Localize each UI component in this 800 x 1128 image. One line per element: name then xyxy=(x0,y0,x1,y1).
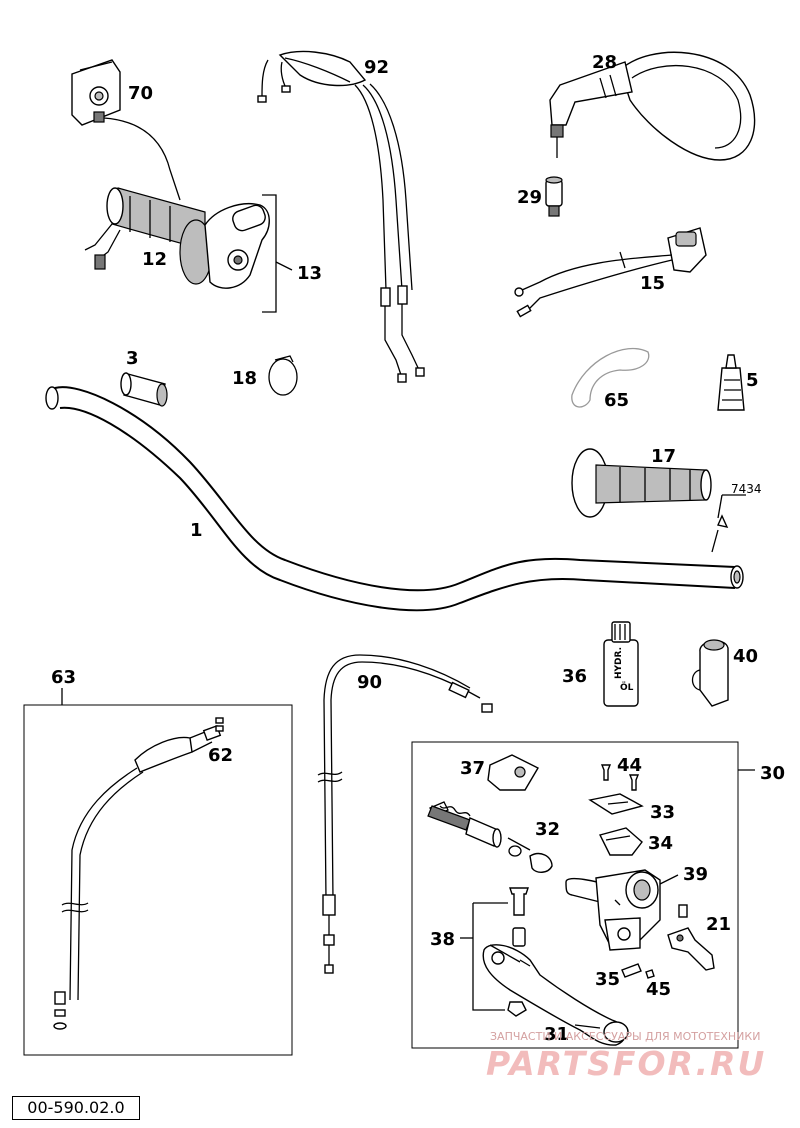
label-part-70: 70 xyxy=(128,83,153,104)
diagram-reference-number: 00-590.02.0 xyxy=(12,1096,140,1120)
clutch-master-cylinder-frame-part-30 xyxy=(411,741,755,1049)
label-part-39: 39 xyxy=(683,864,708,885)
pivot-bolt-part-38 xyxy=(460,887,529,1017)
label-part-63: 63 xyxy=(51,667,76,688)
label-part-21: 21 xyxy=(706,914,731,935)
throttle-assembly-part-13 xyxy=(179,194,293,313)
label-part-92: 92 xyxy=(364,57,389,78)
label-part-32: 32 xyxy=(535,819,560,840)
watermark-logo: PARTSFOR.RU xyxy=(486,1044,767,1083)
throttle-cables-part-92 xyxy=(257,50,425,383)
label-part-1: 1 xyxy=(190,520,203,541)
mirror-part-28 xyxy=(549,51,756,161)
diaphragm-part-34 xyxy=(598,827,643,856)
throttle-grip-part-12 xyxy=(84,187,206,270)
lever-cover-part-37 xyxy=(487,754,539,791)
handlebar-part-1 xyxy=(45,386,744,612)
label-part-31: 31 xyxy=(544,1024,569,1045)
clutch-cable-frame-part-63 xyxy=(23,688,293,1056)
cable-tie-part-18 xyxy=(268,355,298,396)
label-part-37: 37 xyxy=(460,758,485,779)
bottle-label-line2: ÖL xyxy=(620,682,634,693)
label-part-3: 3 xyxy=(126,348,139,369)
lever-pad-part-35 xyxy=(621,963,642,978)
clutch-lever-part-31 xyxy=(482,944,629,1046)
bottle-label-line1: HYDR. xyxy=(614,647,624,679)
kill-switch-part-15 xyxy=(514,227,707,318)
label-part-7434: 7434 xyxy=(731,482,762,496)
label-part-17: 17 xyxy=(651,446,676,467)
left-grip-part-17 xyxy=(571,448,712,518)
label-part-28: 28 xyxy=(592,52,617,73)
bar-end-part-7434 xyxy=(711,494,746,553)
hotstart-cable-part-90 xyxy=(317,654,493,974)
throttle-housing-part-70 xyxy=(71,59,181,201)
label-part-40: 40 xyxy=(733,646,758,667)
label-part-29: 29 xyxy=(517,187,542,208)
label-part-18: 18 xyxy=(232,368,257,389)
label-part-62: 62 xyxy=(208,745,233,766)
adjuster-part-21 xyxy=(667,904,715,971)
label-part-12: 12 xyxy=(142,249,167,270)
cover-screws-part-44 xyxy=(600,764,640,791)
label-part-34: 34 xyxy=(648,833,673,854)
label-part-38: 38 xyxy=(430,929,455,950)
clamp-part-40 xyxy=(691,639,729,707)
label-part-15: 15 xyxy=(640,273,665,294)
spacer-part-3 xyxy=(120,372,168,407)
label-part-35: 35 xyxy=(595,969,620,990)
label-part-33: 33 xyxy=(650,802,675,823)
label-part-5: 5 xyxy=(746,370,759,391)
piston-kit-part-32 xyxy=(427,801,553,873)
label-part-30: 30 xyxy=(760,763,785,784)
glue-tube-part-5 xyxy=(717,354,745,411)
mirror-adapter-part-29 xyxy=(545,176,563,217)
decal-part-65 xyxy=(571,347,650,408)
label-part-90: 90 xyxy=(357,672,382,693)
label-part-13: 13 xyxy=(297,263,322,284)
label-part-45: 45 xyxy=(646,979,671,1000)
pad-screw-part-45 xyxy=(645,969,655,979)
hydraulic-oil-bottle-part-36: HYDR. ÖL xyxy=(603,621,639,707)
label-part-36: 36 xyxy=(562,666,587,687)
label-part-44: 44 xyxy=(617,755,642,776)
master-cylinder-body-part-39 xyxy=(565,869,679,951)
label-part-65: 65 xyxy=(604,390,629,411)
watermark-tagline: ЗАПЧАСТИ И АКСЕССУАРЫ ДЛЯ МОТОТЕХНИКИ xyxy=(490,1030,761,1043)
reservoir-cover-part-33 xyxy=(588,793,644,815)
